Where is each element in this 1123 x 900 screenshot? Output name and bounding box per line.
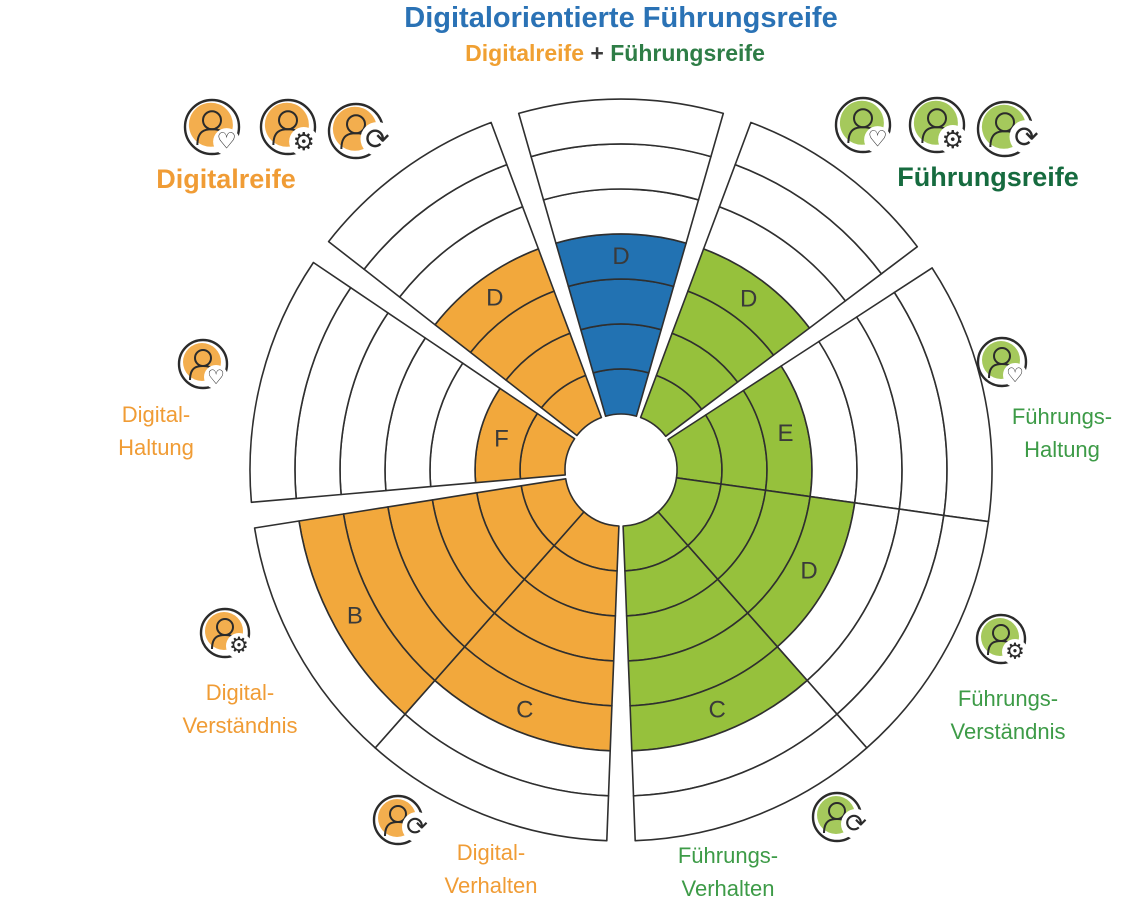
digital-verstaendnis-icon: ⚙	[199, 607, 252, 659]
wedge-letter-fuehrungs-verhalten: C	[709, 696, 726, 723]
refresh-badge-bg	[402, 812, 432, 842]
digitalreife-heart-icon: ♡	[183, 98, 241, 156]
gear-badge-bg	[226, 633, 252, 659]
subtitle-digitalreife: Digitalreife	[465, 40, 585, 66]
refresh-icon: ⟳	[406, 812, 428, 842]
wedge-fuehrungs-haltung: E	[667, 267, 993, 523]
wedge-digital-verhalten: C	[374, 511, 620, 842]
fuehrungsreife-gear-icon: ⚙	[908, 96, 968, 155]
wedge-fuehrungs-verhalten: C	[622, 511, 868, 842]
fuehrungs-verstaendnis-icon: ⚙	[975, 613, 1028, 665]
wedge-digital-verstaendnis: B	[253, 478, 585, 749]
wedge-fuehrungs-verstaendnis: D	[657, 477, 990, 749]
gear-icon: ⚙	[1005, 640, 1025, 665]
gear-icon: ⚙	[942, 125, 964, 154]
refresh-badge-bg	[1009, 120, 1044, 154]
fuehrungs-verhalten-label: Führungs- Verhalten	[677, 843, 779, 900]
heart-badge-bg	[213, 128, 241, 156]
refresh-badge-bg	[841, 809, 871, 839]
digital-verhalten-label: Digital- Verhalten	[444, 840, 538, 898]
digitalreife-heading: Digitalreife	[156, 164, 296, 194]
heart-badge-bg	[204, 365, 228, 389]
refresh-icon: ⟳	[845, 809, 867, 839]
wedge-letter-digitalorientierte-fuehrungsreife: D	[612, 243, 629, 270]
fuehrungs-haltung-icon: ♡	[976, 336, 1028, 388]
subtitle-plus: +	[590, 40, 604, 66]
refresh-icon: ⟳	[365, 122, 390, 156]
wedge-letter-fuehrungs-verstaendnis: D	[800, 558, 817, 585]
digital-verstaendnis-label: Digital- Verständnis	[182, 680, 298, 738]
ring-7-fuehrungs-verhalten	[632, 713, 868, 842]
gear-badge-bg	[938, 125, 968, 155]
wedge-digital-haltung: F	[249, 261, 576, 504]
heart-icon: ♡	[1006, 363, 1024, 387]
wedge-letter-digital-verstaendnis: B	[347, 603, 363, 630]
ring-7-digitalorientierte-fuehrungsreife	[517, 98, 725, 158]
digital-haltung-label: Digital- Haltung	[118, 402, 194, 460]
heart-badge-bg	[864, 126, 892, 154]
wedge-digitalorientierte-fuehrungsreife: D	[517, 98, 725, 417]
refresh-badge-bg	[360, 122, 395, 156]
ring-7-digital-haltung	[249, 261, 352, 504]
gear-badge-bg	[289, 127, 319, 157]
heart-icon: ♡	[207, 365, 225, 389]
fuehrungsreife-heart-icon: ♡	[834, 96, 892, 154]
heart-icon: ♡	[217, 129, 237, 155]
wedge-digitalreife: D	[327, 121, 603, 437]
wedge-letter-digital-haltung: F	[494, 426, 509, 453]
wedge-letter-digital-verhalten: C	[516, 696, 533, 723]
subtitle-fuehrungsreife: Führungsreife	[610, 40, 765, 66]
digital-haltung-icon: ♡	[177, 338, 229, 390]
gear-icon: ⚙	[229, 634, 249, 659]
wedge-letter-digitalreife: D	[486, 284, 503, 311]
ring-7-digital-verstaendnis	[253, 520, 406, 749]
digitalreife-gear-icon: ⚙	[259, 98, 319, 157]
heart-badge-bg	[1003, 363, 1027, 387]
fuehrungsreife-refresh-icon: ⟳	[976, 100, 1044, 158]
wedge-letter-fuehrungsreife: D	[740, 285, 757, 312]
wedge-letter-fuehrungs-haltung: E	[777, 420, 793, 447]
gear-badge-bg	[1002, 639, 1028, 665]
fuehrungsreife-heading: Führungsreife	[897, 162, 1079, 192]
refresh-icon: ⟳	[1014, 120, 1039, 154]
fuehrungs-haltung-label: Führungs- Haltung	[1011, 404, 1113, 462]
ring-7-digitalreife	[327, 121, 508, 271]
wedge-fuehrungsreife: D	[639, 121, 919, 438]
ring-3-digitalorientierte-fuehrungsreife	[567, 278, 675, 331]
page-subtitle: Digitalreife + Führungsreife	[465, 40, 765, 67]
digital-verhalten-icon: ⟳	[372, 794, 432, 846]
fuehrungs-verstaendnis-label: Führungs- Verständnis	[950, 686, 1066, 744]
heart-icon: ♡	[868, 127, 888, 153]
gear-icon: ⚙	[293, 127, 315, 156]
ring-1-digitalorientierte-fuehrungsreife	[592, 368, 650, 417]
ring-2-digitalorientierte-fuehrungsreife	[580, 323, 662, 374]
ring-7-fuehrungsreife	[734, 121, 919, 275]
digitalreife-refresh-icon: ⟳	[327, 102, 395, 160]
fuehrungs-verhalten-icon: ⟳	[811, 791, 871, 843]
page-title: Digitalorientierte Führungsreife	[404, 2, 838, 34]
